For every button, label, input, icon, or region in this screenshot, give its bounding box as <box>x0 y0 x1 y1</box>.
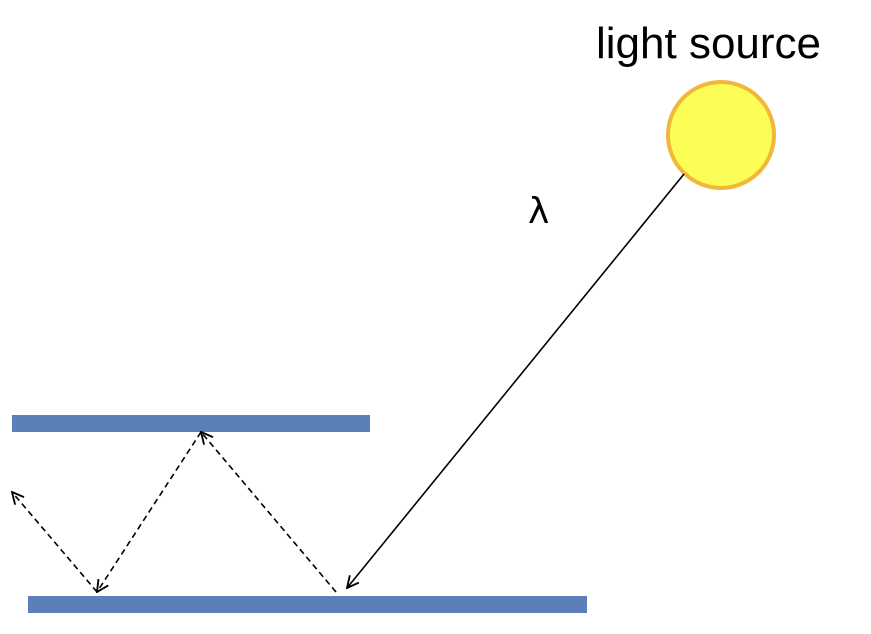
upper-plate <box>12 415 370 432</box>
light-source-label: light source <box>596 19 821 68</box>
wavelength-label: λ <box>528 191 549 232</box>
reflected-ray-3 <box>12 492 98 593</box>
incident-ray <box>347 173 685 588</box>
reflected-ray-1 <box>201 432 337 593</box>
reflected-ray-2 <box>97 431 202 592</box>
sun-circle-icon <box>666 80 776 190</box>
lower-plate <box>28 596 587 613</box>
